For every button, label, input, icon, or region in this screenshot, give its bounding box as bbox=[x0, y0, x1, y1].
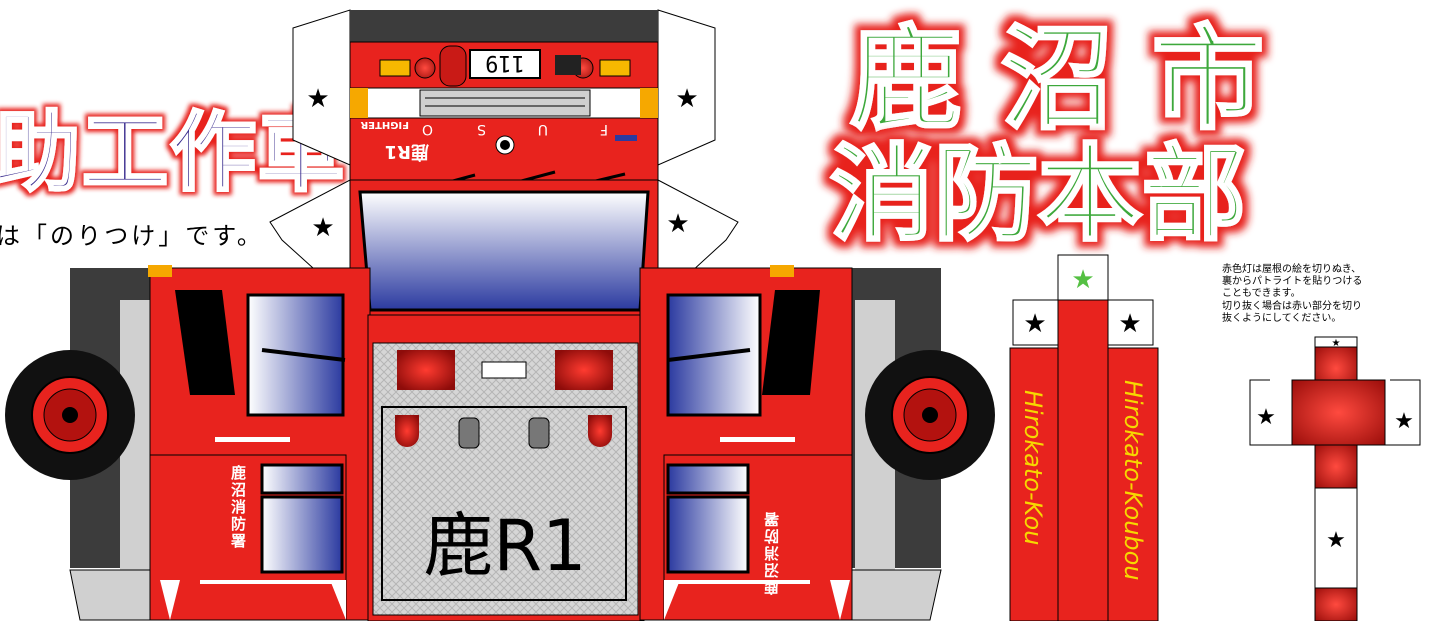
grille bbox=[419, 89, 591, 117]
rear-vent-right bbox=[528, 417, 550, 449]
beacon-left bbox=[414, 57, 436, 79]
cab-roof bbox=[350, 10, 658, 42]
city-title-line2: 消防本部 bbox=[830, 133, 1246, 255]
note-line-1: 裏からパトライトを貼りつける bbox=[1222, 274, 1362, 287]
amber-light-right bbox=[640, 88, 658, 118]
right-side-window-dark bbox=[762, 290, 820, 395]
rear-small-plate bbox=[481, 361, 527, 379]
left-title-fragment: 助工作車 bbox=[0, 103, 346, 203]
amber-light-left bbox=[350, 88, 368, 118]
rooftop-siren bbox=[439, 45, 467, 87]
rear-plate-text: 鹿R1 bbox=[423, 505, 586, 587]
brand-model: FIGHTER bbox=[360, 119, 409, 130]
star-icon: ★ bbox=[666, 209, 689, 239]
beacon-net bbox=[1249, 336, 1421, 621]
left-side-panel bbox=[5, 265, 371, 621]
note-line-0: 赤色灯は屋根の絵を切りぬき、 bbox=[1222, 262, 1361, 275]
note-line-2: こともできます。 bbox=[1222, 287, 1301, 299]
marker-light-left bbox=[379, 59, 411, 77]
left-side-window-dark bbox=[175, 290, 235, 395]
note-text: 赤色灯は屋根の絵を切りぬき、 裏からパトライトを貼りつける こともできます。 切… bbox=[1222, 262, 1362, 324]
star-icon-green: ★ bbox=[1071, 265, 1094, 295]
windshield bbox=[358, 190, 650, 312]
right-side-panel bbox=[639, 265, 995, 621]
star-icon: ★ bbox=[311, 213, 334, 243]
watermark-1: Hirokato-Kou bbox=[1019, 390, 1047, 545]
left-door-label: 鹿沼消防署 bbox=[229, 464, 247, 550]
star-icon: ★ bbox=[1256, 405, 1276, 430]
city-title-line1: 鹿 沼 市 bbox=[850, 15, 1264, 145]
tail-lamp-left bbox=[397, 350, 455, 390]
watermark-2: Hirokato-Koubou bbox=[1119, 380, 1147, 581]
star-icon: ★ bbox=[1118, 309, 1141, 339]
rear-vent-left bbox=[458, 417, 480, 449]
note-line-4: 抜くようにしてください。 bbox=[1222, 311, 1341, 324]
rear-lamp-4 bbox=[588, 415, 612, 447]
brand-letter-2: S bbox=[477, 121, 486, 137]
star-icon: ★ bbox=[1023, 309, 1046, 339]
brand-letter-1: U bbox=[538, 121, 548, 137]
instruction-text: は「のりつけ」です。 bbox=[0, 222, 264, 250]
cab-plate-text: 鹿R1 bbox=[385, 141, 429, 163]
rear-lamp-1 bbox=[395, 415, 419, 447]
number-plate-box bbox=[469, 49, 541, 79]
tail-lamp-right bbox=[555, 350, 613, 390]
right-door-label: 鹿沼消防署 bbox=[763, 510, 781, 596]
star-icon: ★ bbox=[306, 84, 329, 114]
star-icon: ★ bbox=[1332, 338, 1341, 349]
marker-light-right bbox=[599, 59, 631, 77]
rear-plate-frame bbox=[381, 406, 627, 601]
star-icon: ★ bbox=[675, 84, 698, 114]
small-badge bbox=[615, 135, 637, 141]
cab-number: 119 bbox=[485, 50, 525, 75]
note-line-3: 切り抜く場合は赤い部分を切り bbox=[1222, 299, 1362, 312]
speaker bbox=[555, 55, 581, 75]
star-icon: ★ bbox=[1326, 528, 1346, 553]
brand-letters: F U S O bbox=[422, 121, 608, 137]
brand-letter-3: O bbox=[422, 121, 433, 137]
left-side-window bbox=[246, 293, 345, 417]
star-icon: ★ bbox=[1394, 409, 1414, 434]
brand-letter-0: F bbox=[600, 121, 608, 137]
lightbar-net bbox=[1009, 254, 1159, 621]
